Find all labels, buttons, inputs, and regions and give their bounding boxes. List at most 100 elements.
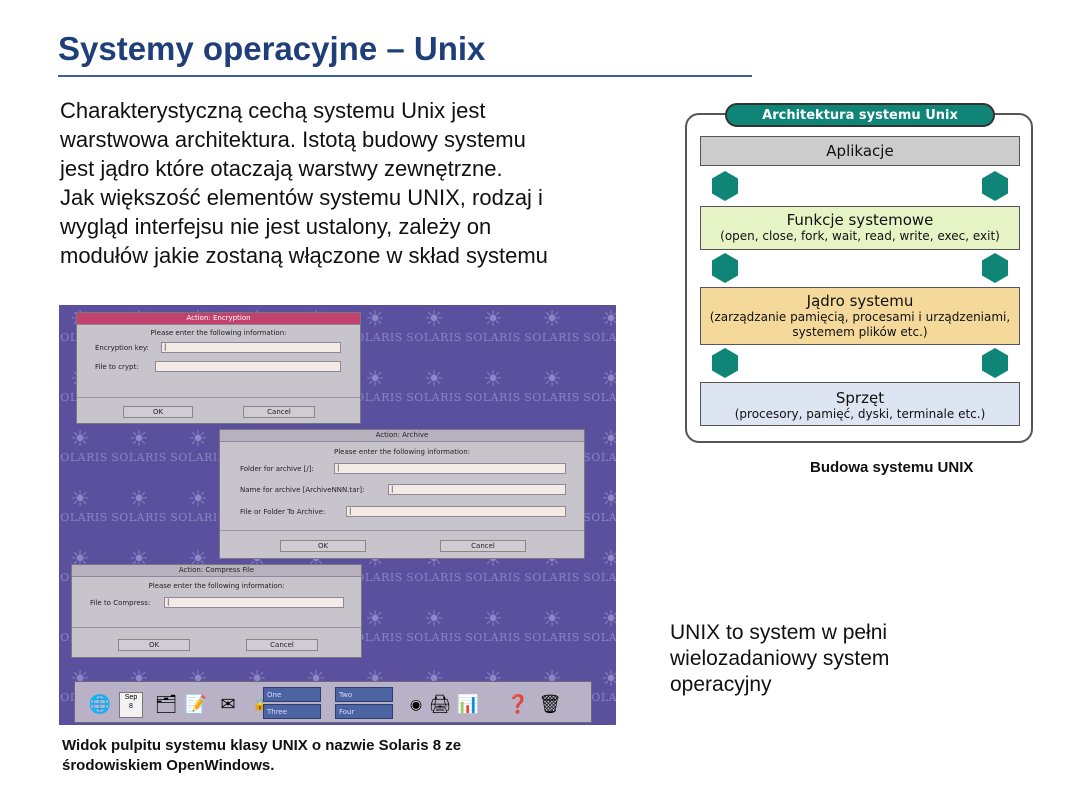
solaris-logo-tile: ☀SOLARIS xyxy=(523,607,581,667)
dialog-titlebar[interactable]: Action: Compress File xyxy=(72,565,361,577)
help-icon[interactable]: ❓ xyxy=(506,694,530,714)
solaris-wordmark: SOLARIS xyxy=(111,511,167,524)
solaris-logo-tile: ☀SOLARIS xyxy=(169,487,227,547)
solaris-wordmark: SOLARIS xyxy=(347,391,403,404)
intro-line: wygląd interfejsu nie jest ustalony, zal… xyxy=(60,214,492,239)
file-to-crypt-input[interactable] xyxy=(155,361,341,372)
dialog-separator xyxy=(220,530,584,531)
solaris-logo-tile: ☀SOLARIS xyxy=(405,367,463,427)
note-line: UNIX to system w pełni xyxy=(670,621,888,644)
cancel-button[interactable]: Cancel xyxy=(243,406,315,418)
solaris-wordmark: SOLARIS xyxy=(524,631,580,644)
printer-icon[interactable]: 🖨 xyxy=(428,694,452,714)
solaris-sun-icon: ☀ xyxy=(542,306,562,331)
dialog-titlebar[interactable]: Action: Archive xyxy=(220,430,584,442)
solaris-wordmark: SOLARIS xyxy=(465,631,521,644)
solaris-logo-tile: ☀SOLARIS xyxy=(582,307,616,367)
archive-name-input[interactable]: | xyxy=(388,484,566,495)
layer-title: Sprzęt xyxy=(835,389,885,407)
solaris-sun-icon: ☀ xyxy=(601,546,616,571)
solaris-wordmark: SOLARIS xyxy=(406,571,462,584)
globe-icon[interactable]: 🌐 xyxy=(88,694,112,714)
diagram-title: Architektura systemu Unix xyxy=(725,103,995,127)
dialog-prompt: Please enter the following information: xyxy=(148,582,285,590)
dialog-prompt: Please enter the following information: xyxy=(333,448,470,456)
text-editor-icon[interactable]: 📝 xyxy=(184,694,208,714)
layer-system-functions: Funkcje systemowe (open, close, fork, wa… xyxy=(700,206,1020,250)
solaris-wordmark: SOLARIS xyxy=(59,451,108,464)
layer-title: Jądro systemu xyxy=(806,292,914,310)
solaris-logo-tile: ☀SOLARIS xyxy=(169,427,227,487)
solaris-sun-icon: ☀ xyxy=(129,426,149,451)
solaris-sun-icon: ☀ xyxy=(70,426,90,451)
solaris-wordmark: SOLARIS xyxy=(406,391,462,404)
solaris-logo-tile: ☀SOLARIS xyxy=(346,307,404,367)
cancel-button[interactable]: Cancel xyxy=(246,639,318,651)
caption-line: Widok pulpitu systemu klasy UNIX o nazwi… xyxy=(62,737,462,754)
intro-line: Charakterystyczną cechą systemu Unix jes… xyxy=(60,98,486,123)
solaris-sun-icon: ☀ xyxy=(483,306,503,331)
solaris-sun-icon: ☀ xyxy=(365,306,385,331)
file-to-compress-input[interactable]: | xyxy=(164,597,344,608)
workspace-button-three[interactable]: Three xyxy=(263,704,321,719)
solaris-wordmark: SOLARIS xyxy=(406,331,462,344)
solaris-wordmark: SOLARIS xyxy=(111,451,167,464)
dialog-prompt: Please enter the following information: xyxy=(150,329,287,337)
compress-dialog: Action: Compress File Please enter the f… xyxy=(71,564,362,658)
ok-button[interactable]: OK xyxy=(118,639,190,651)
solaris-logo-tile: ☀SOLARIS xyxy=(523,367,581,427)
performance-meter-icon[interactable]: 📊 xyxy=(456,694,480,714)
calendar-day: 8 xyxy=(129,703,133,710)
solaris-wordmark: SOLARIS xyxy=(524,331,580,344)
solaris-logo-tile: ☀SOLARIS xyxy=(523,307,581,367)
intro-line: modułów jakie zostaną włączone w skład s… xyxy=(60,243,548,268)
archive-folder-label: Folder for archive [/]: xyxy=(240,465,314,473)
archive-folder-input[interactable]: | xyxy=(334,463,566,474)
file-manager-icon[interactable]: 🗂 xyxy=(154,694,178,714)
solaris-logo-tile: ☀SOLARIS xyxy=(464,607,522,667)
workspace-button-two[interactable]: Two xyxy=(335,687,393,702)
ok-button[interactable]: OK xyxy=(123,406,193,418)
workspace-button-four[interactable]: Four xyxy=(335,704,393,719)
solaris-sun-icon: ☀ xyxy=(483,366,503,391)
solaris-sun-icon: ☀ xyxy=(601,306,616,331)
solaris-sun-icon: ☀ xyxy=(542,606,562,631)
intro-line: Jak większość elementów systemu UNIX, ro… xyxy=(60,185,543,210)
workspace-button-one[interactable]: One xyxy=(263,687,321,702)
note-line: operacyjny xyxy=(670,673,772,696)
layer-subtitle: (procesory, pamięć, dyski, terminale etc… xyxy=(734,407,986,421)
exit-icon[interactable]: ◉ xyxy=(409,696,423,712)
archive-file-input[interactable]: | xyxy=(346,506,566,517)
solaris-wordmark: SOLARIS xyxy=(583,391,616,404)
trash-icon[interactable]: 🗑 xyxy=(538,694,562,714)
layer-kernel: Jądro systemu (zarządzanie pamięcią, pro… xyxy=(700,287,1020,345)
layer-subtitle: (zarządzanie pamięcią, procesami i urząd… xyxy=(709,310,1011,324)
layer-subtitle: systemem plików etc.) xyxy=(792,325,928,339)
calendar-icon[interactable]: Sep 8 xyxy=(119,692,143,718)
solaris-wordmark: SOLARIS xyxy=(524,391,580,404)
caption-line: środowiskiem OpenWindows. xyxy=(62,757,275,774)
solaris-wordmark: SOLARIS xyxy=(170,451,226,464)
screenshot-caption: Widok pulpitu systemu klasy UNIX o nazwi… xyxy=(62,736,642,776)
encryption-dialog: Action: Encryption Please enter the foll… xyxy=(76,312,361,424)
layer-title: Aplikacje xyxy=(826,142,894,160)
solaris-wordmark: SOLARIS xyxy=(465,571,521,584)
calendar-month: Sep xyxy=(124,694,138,701)
layer-subtitle: (open, close, fork, wait, read, write, e… xyxy=(720,229,1000,243)
archive-name-label: Name for archive [ArchiveNNN.tar]: xyxy=(240,486,365,494)
ok-button[interactable]: OK xyxy=(280,540,366,552)
mail-icon[interactable]: ✉ xyxy=(220,694,236,714)
encryption-key-input[interactable]: | xyxy=(161,342,341,353)
solaris-sun-icon: ☀ xyxy=(424,366,444,391)
solaris-sun-icon: ☀ xyxy=(542,366,562,391)
note-line: wielozadaniowy system xyxy=(670,647,890,670)
solaris-sun-icon: ☀ xyxy=(365,366,385,391)
title-divider xyxy=(58,75,752,77)
diagram-caption: Budowa systemu UNIX xyxy=(810,459,974,476)
dialog-titlebar[interactable]: Action: Encryption xyxy=(77,313,360,325)
solaris-logo-tile: ☀SOLARIS xyxy=(346,367,404,427)
intro-line: warstwowa architektura. Istotą budowy sy… xyxy=(60,127,526,152)
file-to-compress-label: File to Compress: xyxy=(90,599,151,607)
dialog-separator xyxy=(72,627,361,628)
cancel-button[interactable]: Cancel xyxy=(440,540,526,552)
